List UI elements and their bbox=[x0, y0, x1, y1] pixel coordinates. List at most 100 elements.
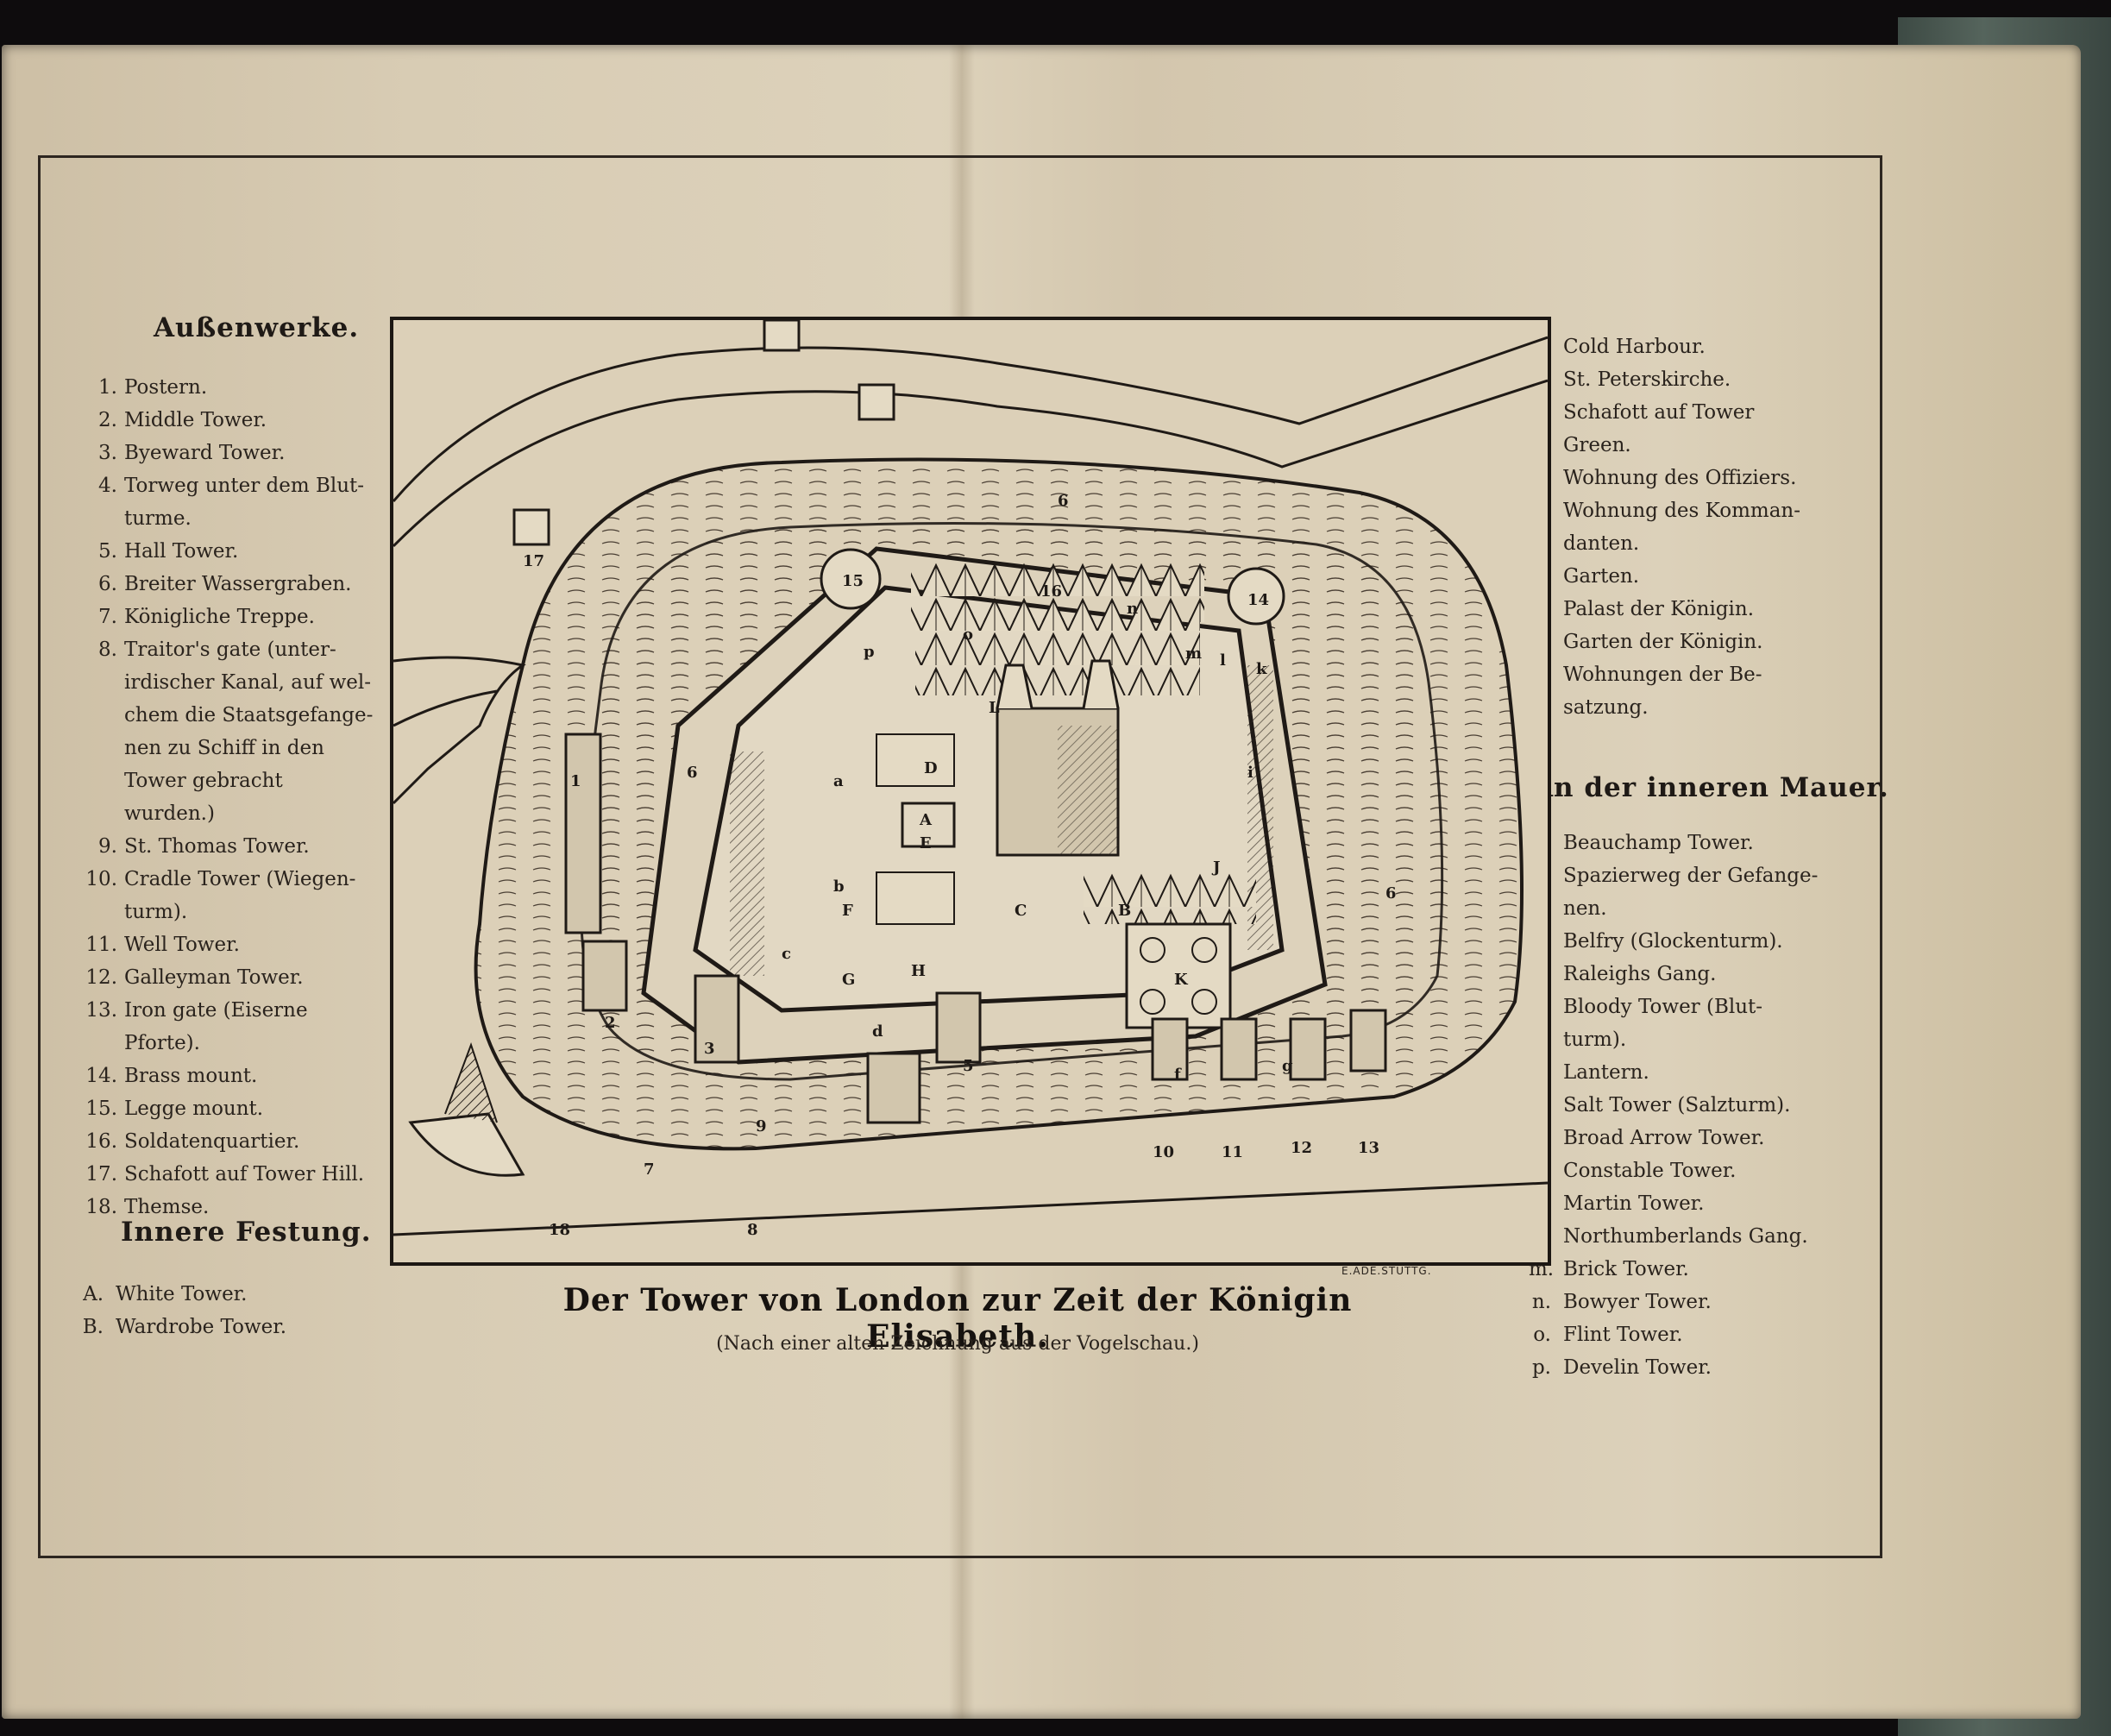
map-label-b: b bbox=[833, 877, 845, 896]
legend-entry: Pforte). bbox=[81, 1027, 374, 1060]
legend-text: nen. bbox=[1563, 897, 1607, 920]
legend-text: Byeward Tower. bbox=[124, 442, 286, 464]
figure-title: Der Tower von London zur Zeit der Königi… bbox=[562, 1282, 1353, 1355]
legend-key: p. bbox=[1531, 1356, 1551, 1379]
legend-entry: satzung. bbox=[1529, 691, 1832, 724]
legend-text: Broad Arrow Tower. bbox=[1563, 1127, 1765, 1149]
legend-entry: Green. bbox=[1529, 429, 1832, 462]
legend-text: Cold Harbour. bbox=[1563, 336, 1706, 358]
legend-entry: J.Palast der Königin. bbox=[1529, 593, 1832, 626]
legend-text: White Tower. bbox=[116, 1283, 248, 1305]
legend-text: nen zu Schiff in den bbox=[124, 737, 324, 759]
map-label-o: o bbox=[963, 626, 973, 644]
legend-text: Bowyer Tower. bbox=[1563, 1291, 1712, 1313]
legend-entry: B.Wardrobe Tower. bbox=[81, 1311, 374, 1343]
legend-text: Brick Tower. bbox=[1563, 1258, 1689, 1280]
legend-text: Beauchamp Tower. bbox=[1563, 832, 1754, 854]
legend-key: 12. bbox=[85, 966, 117, 989]
map-label-15: 15 bbox=[842, 572, 864, 590]
legend-text: Hall Tower. bbox=[124, 540, 239, 563]
map-label-E: E bbox=[920, 834, 932, 852]
engraver-credit: E.ADE.STUTTG. bbox=[1341, 1265, 1432, 1277]
legend-entry: 11.Well Tower. bbox=[81, 928, 374, 961]
map-label-l: l bbox=[1220, 651, 1226, 670]
legend-text: Torweg unter dem Blut- bbox=[124, 475, 365, 497]
legend-entry: 9.St. Thomas Tower. bbox=[81, 830, 374, 863]
legend-text: irdischer Kanal, auf wel- bbox=[124, 671, 372, 694]
outer-works-heading: Außenwerke. bbox=[154, 312, 360, 343]
legend-entry: 17.Schafott auf Tower Hill. bbox=[81, 1158, 374, 1191]
legend-text: Wohnung des Offiziers. bbox=[1563, 467, 1797, 489]
legend-entry: e.Bloody Tower (Blut- bbox=[1529, 991, 1832, 1023]
legend-entry: nen. bbox=[1529, 892, 1832, 925]
legend-entry: 8.Traitor's gate (unter- bbox=[81, 633, 374, 666]
legend-entry: danten. bbox=[1529, 527, 1832, 560]
legend-entry: A.White Tower. bbox=[81, 1278, 374, 1311]
legend-key: 5. bbox=[98, 540, 117, 563]
legend-text: Raleighs Gang. bbox=[1563, 963, 1717, 985]
legend-entry: 6.Breiter Wassergraben. bbox=[81, 568, 374, 601]
map-label-k: k bbox=[1256, 660, 1267, 678]
legend-entry: 4. Torweg unter dem Blut- bbox=[81, 469, 374, 502]
legend-text: St. Thomas Tower. bbox=[124, 835, 310, 858]
inner-wall-legend: a.Beauchamp Tower.b.Spazierweg der Gefan… bbox=[1529, 827, 1832, 1384]
legend-text: St. Peterskirche. bbox=[1563, 368, 1731, 391]
legend-text: Galleyman Tower. bbox=[124, 966, 304, 989]
map-label-i: i bbox=[1247, 764, 1253, 782]
map-label-D: D bbox=[924, 759, 938, 777]
legend-entry: 13.Iron gate (Eiserne bbox=[81, 994, 374, 1027]
legend-entry: irdischer Kanal, auf wel- bbox=[81, 666, 374, 699]
map-label-14: 14 bbox=[1247, 591, 1269, 609]
legend-text: Belfry (Glockenturm). bbox=[1563, 930, 1783, 953]
legend-text: Wardrobe Tower. bbox=[116, 1316, 287, 1338]
legend-text: Legge mount. bbox=[124, 1098, 264, 1120]
legend-entry: Tower gebracht wurden.) bbox=[81, 764, 374, 830]
legend-text: turme. bbox=[124, 507, 192, 530]
inner-wall-heading: An der inneren Mauer. bbox=[1532, 772, 1889, 803]
map-label-p: p bbox=[864, 643, 875, 661]
legend-text: Themse. bbox=[124, 1196, 210, 1218]
legend-entry: 12. Galleyman Tower. bbox=[81, 961, 374, 994]
legend-entry: 7.Königliche Treppe. bbox=[81, 601, 374, 633]
legend-entry: C.Cold Harbour. bbox=[1529, 330, 1832, 363]
legend-key: n. bbox=[1531, 1291, 1551, 1313]
legend-key: 18. bbox=[85, 1196, 117, 1218]
map-label-c: c bbox=[782, 945, 791, 963]
legend-entry: h.Broad Arrow Tower. bbox=[1529, 1122, 1832, 1154]
figure-subtitle: (Nach einer alten Zeichnung aus der Voge… bbox=[716, 1333, 1199, 1355]
legend-entry: 14.Brass mount. bbox=[81, 1060, 374, 1092]
legend-text: Lantern. bbox=[1563, 1061, 1649, 1084]
map-label-5: 5 bbox=[963, 1057, 974, 1075]
legend-key: 10. bbox=[85, 868, 117, 890]
legend-entry: b.Spazierweg der Gefange- bbox=[1529, 859, 1832, 892]
map-label-n: n bbox=[1127, 600, 1138, 618]
map-label-F: F bbox=[842, 902, 853, 920]
map-label-7: 7 bbox=[644, 1160, 655, 1179]
map-label-J: J bbox=[1211, 859, 1221, 877]
map-label-3: 3 bbox=[704, 1040, 715, 1058]
legend-entry: F.Wohnung des Offiziers. bbox=[1529, 462, 1832, 494]
map-label-B: B bbox=[1118, 902, 1131, 920]
legend-key: 4. bbox=[98, 475, 117, 497]
map-label-H: H bbox=[911, 962, 926, 980]
legend-key: 16. bbox=[85, 1130, 117, 1153]
legend-key: 14. bbox=[85, 1065, 117, 1087]
legend-text: Tower gebracht wurden.) bbox=[124, 770, 283, 825]
map-label-C: C bbox=[1015, 902, 1027, 920]
legend-text: Green. bbox=[1563, 434, 1631, 456]
map-label-16: 16 bbox=[1040, 582, 1062, 601]
legend-entry: o.Flint Tower. bbox=[1529, 1318, 1832, 1351]
map-label-11: 11 bbox=[1222, 1143, 1243, 1161]
legend-text: Traitor's gate (unter- bbox=[124, 638, 336, 661]
legend-entry: 3.Byeward Tower. bbox=[81, 437, 374, 469]
legend-text: danten. bbox=[1563, 532, 1640, 555]
map-label-d: d bbox=[872, 1022, 883, 1041]
legend-entry: d.Raleighs Gang. bbox=[1529, 958, 1832, 991]
legend-entry: 18. Themse. bbox=[81, 1191, 374, 1223]
legend-entry: 5. Hall Tower. bbox=[81, 535, 374, 568]
legend-entry: 2.Middle Tower. bbox=[81, 404, 374, 437]
legend-text: Königliche Treppe. bbox=[124, 606, 315, 628]
legend-text: Well Tower. bbox=[124, 934, 240, 956]
legend-text: Martin Tower. bbox=[1563, 1192, 1705, 1215]
legend-text: Flint Tower. bbox=[1563, 1324, 1683, 1346]
